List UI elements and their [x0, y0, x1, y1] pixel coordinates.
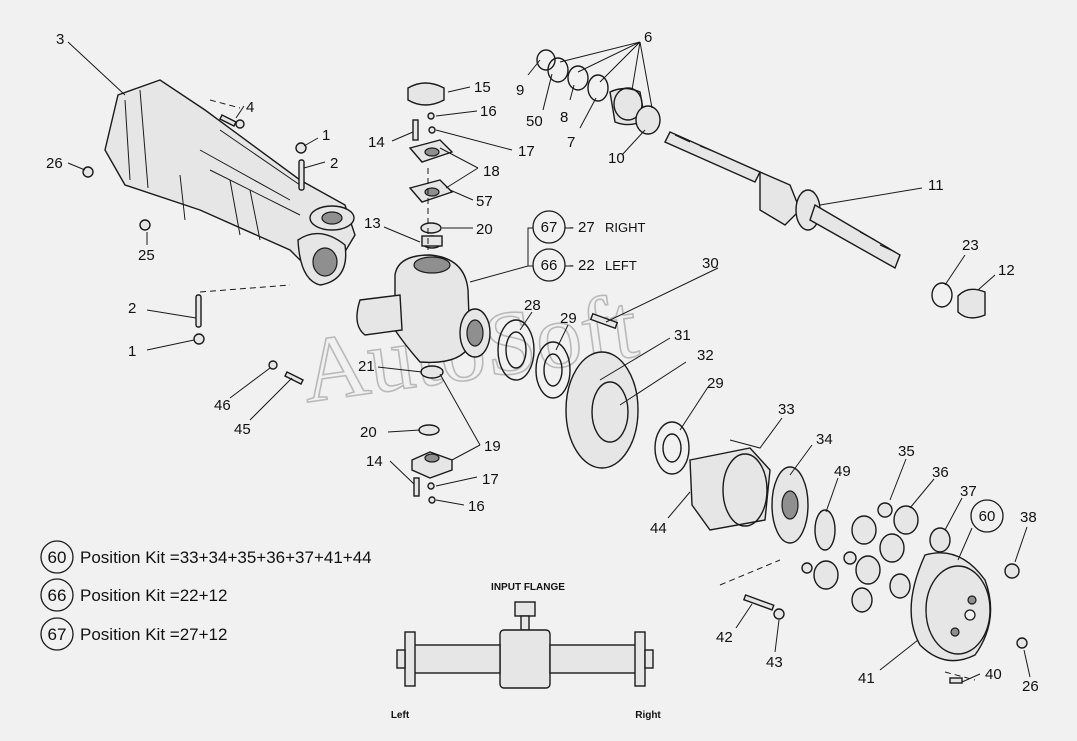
callout-2: 2	[330, 155, 338, 172]
inset-left-label: Left	[391, 710, 410, 721]
wheel-hub	[497, 312, 836, 551]
callout-4: 4	[246, 99, 254, 116]
callout-14: 14	[368, 134, 385, 151]
callout-20-lower: 20	[360, 424, 377, 441]
housing-bolts	[82, 114, 307, 385]
callout-11: 11	[928, 177, 944, 194]
kit-left-part: 22	[578, 257, 595, 274]
kit-67-text: Position Kit =27+12	[80, 625, 227, 644]
callout-17: 17	[518, 143, 535, 160]
callout-10: 10	[608, 150, 625, 167]
callout-36: 36	[932, 464, 949, 481]
callout-43: 43	[766, 654, 783, 671]
callout-50: 50	[526, 113, 543, 130]
callout-33: 33	[778, 401, 795, 418]
callout-28: 28	[524, 297, 541, 314]
callout-17-lower: 17	[482, 471, 499, 488]
callout-9: 9	[516, 82, 524, 99]
callout-16: 16	[480, 103, 497, 120]
inset-title: INPUT FLANGE	[491, 582, 565, 593]
callout-45: 45	[234, 421, 251, 438]
inset-right-label: Right	[635, 710, 661, 721]
callout-25: 25	[138, 247, 155, 264]
callout-8: 8	[560, 109, 568, 126]
side-kit-left: 66 - 22 LEFT	[532, 248, 637, 282]
callout-42: 42	[716, 629, 733, 646]
callout-14-lower: 14	[366, 453, 383, 470]
callout-37: 37	[960, 483, 977, 500]
kit-60-text: Position Kit =33+34+35+36+37+41+44	[80, 548, 372, 567]
callout-23: 23	[962, 237, 979, 254]
callout-16-lower: 16	[468, 498, 485, 515]
callout-7: 7	[567, 134, 575, 151]
input-flange-inset: INPUT FLANGE Left Right	[391, 582, 662, 721]
shaft-seals	[536, 49, 986, 319]
callout-46: 46	[214, 397, 231, 414]
callout-12: 12	[998, 262, 1015, 279]
callout-34: 34	[816, 431, 833, 448]
kit-66-text: Position Kit =22+12	[80, 586, 227, 605]
callout-18: 18	[483, 163, 500, 180]
kit-67-number: 67	[48, 625, 67, 644]
position-kit-legend: 60 Position Kit =33+34+35+36+37+41+44 66…	[40, 540, 372, 651]
hub-kit-number: 60	[979, 508, 996, 525]
side-kit-right: 67 - 27 RIGHT	[532, 210, 646, 244]
king-pin-upper	[407, 82, 454, 234]
planetary-gears	[801, 502, 951, 613]
kit-left-dash: -	[569, 257, 574, 274]
callout-38: 38	[1020, 509, 1037, 526]
callout-21: 21	[358, 358, 375, 375]
callout-44: 44	[650, 520, 667, 537]
kit-60-number: 60	[48, 548, 67, 567]
planetary-carrier	[742, 552, 1028, 684]
callout-29: 29	[560, 310, 577, 327]
callout-26-right: 26	[1022, 678, 1039, 695]
callout-13: 13	[364, 215, 381, 232]
callout-41: 41	[858, 670, 875, 687]
kit-right-part: 27	[578, 219, 595, 236]
callout-1-lower: 1	[128, 343, 136, 360]
callout-49: 49	[834, 463, 851, 480]
callout-40: 40	[985, 666, 1002, 683]
callout-26: 26	[46, 155, 63, 172]
drive-shaft	[664, 131, 901, 270]
callout-1: 1	[322, 127, 330, 144]
kit-left-number: 66	[541, 257, 558, 274]
kit-66-number: 66	[48, 586, 67, 605]
kit-right-number: 67	[541, 219, 558, 236]
callout-19: 19	[484, 438, 501, 455]
axle-housing	[104, 79, 356, 286]
callout-2-lower: 2	[128, 300, 136, 317]
callout-3: 3	[56, 31, 64, 48]
kit-right-dash: -	[569, 219, 574, 236]
callout-6: 6	[644, 29, 652, 46]
callout-57: 57	[476, 193, 493, 210]
callout-numbers: 3 4 26 1 2 25 2 1 46 45 15 16 14 17 18 5…	[46, 29, 1039, 695]
callout-35: 35	[898, 443, 915, 460]
hub-kit-callout: 60	[970, 499, 1004, 533]
kit-left-side: LEFT	[605, 258, 637, 273]
callout-31: 31	[674, 327, 691, 344]
callout-32: 32	[697, 347, 714, 364]
callout-15: 15	[474, 79, 491, 96]
steering-knuckle	[356, 235, 491, 364]
callout-20: 20	[476, 221, 493, 238]
callout-29-second: 29	[707, 375, 724, 392]
kit-right-side: RIGHT	[605, 220, 646, 235]
callout-30: 30	[702, 255, 719, 272]
